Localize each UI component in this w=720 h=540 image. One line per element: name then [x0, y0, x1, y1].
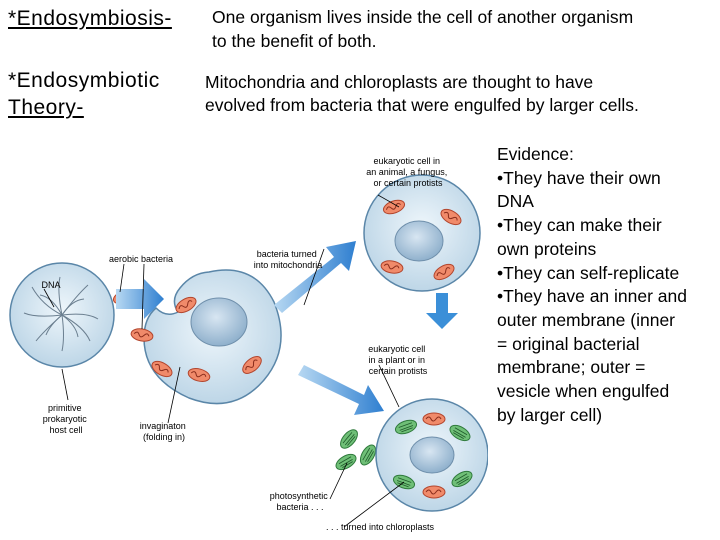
evidence-heading: Evidence: — [497, 144, 574, 164]
evidence-line: membrane; outer = — [497, 357, 646, 378]
evidence-line: by larger cell) — [497, 404, 603, 425]
evidence-line: DNA — [497, 191, 534, 212]
label-dna: DNA — [41, 280, 60, 290]
evidence-line: •They can self-replicate — [497, 262, 680, 283]
label-photosynthetic: photosynthetic bacteria . . . — [270, 491, 331, 512]
animal-cell — [363, 174, 481, 292]
endosymbiosis-definition-line1: One organism lives inside the cell of an… — [212, 7, 634, 27]
photosynthetic-bacteria — [332, 426, 380, 474]
evidence-line: = original bacterial — [497, 333, 640, 354]
process-arrows — [116, 241, 458, 415]
evidence-list: Evidence: •They have their own DNA •They… — [497, 143, 687, 427]
theory-definition-line2: evolved from bacteria that were engulfed… — [205, 95, 639, 115]
label-aerobic-bacteria: aerobic bacteria — [109, 254, 173, 264]
endosymbiosis-diagram: eukaryotic cell in an animal, a fungus, … — [9, 156, 488, 532]
primitive-host-cell — [9, 262, 115, 368]
endosymbiosis-term: *Endosymbiosis- — [8, 7, 172, 30]
evidence-line: •They can make their — [497, 215, 662, 236]
plant-cell — [375, 398, 488, 512]
label-chloroplasts: . . . turned into chloroplasts — [326, 522, 435, 532]
evidence-line: own proteins — [497, 238, 597, 259]
label-eukaryotic-plant: eukaryotic cell in a plant or in certain… — [368, 344, 428, 376]
theory-term-line1: *Endosymbiotic — [8, 69, 160, 92]
evidence-line: vesicle when engulfed — [497, 381, 670, 402]
evidence-line: outer membrane (inner — [497, 309, 675, 330]
invaginating-cell — [143, 269, 282, 405]
label-primitive-host: primitive prokaryotic host cell — [43, 403, 90, 435]
label-invagination: invaginaton (folding in) — [140, 421, 189, 442]
theory-term-line2: Theory- — [8, 96, 84, 119]
theory-definition-line1: Mitochondria and chloroplasts are though… — [205, 72, 594, 92]
label-bacteria-turned: bacteria turned into mitochondria — [254, 249, 323, 270]
endosymbiosis-definition-line2: to the benefit of both. — [212, 31, 377, 51]
evidence-line: •They have an inner and — [497, 286, 688, 307]
label-eukaryotic-animal: eukaryotic cell in an animal, a fungus, … — [366, 156, 450, 188]
evidence-line: •They have their own — [497, 167, 661, 188]
